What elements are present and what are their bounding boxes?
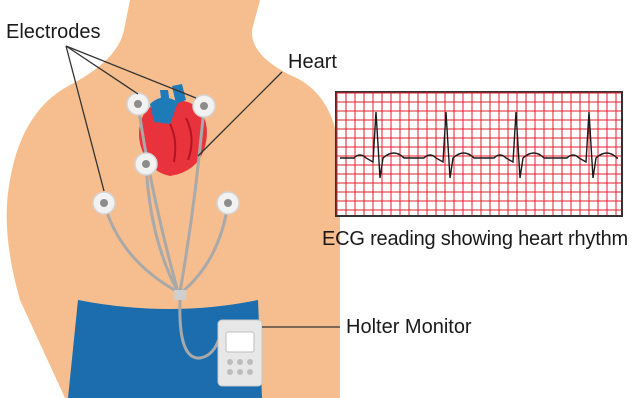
heart-label: Heart bbox=[288, 52, 337, 72]
holter-monitor-icon bbox=[218, 320, 262, 386]
electrode-pad-icon bbox=[217, 192, 239, 214]
wire-junction bbox=[174, 290, 186, 300]
ecg-strip bbox=[336, 92, 622, 216]
electrode-pad-icon bbox=[93, 192, 115, 214]
ecg-caption: ECG reading showing heart rhythm bbox=[322, 229, 628, 249]
electrode-pad-icon bbox=[135, 153, 157, 175]
electrodes-label: Electrodes bbox=[6, 22, 101, 42]
electrode-pad-icon bbox=[193, 95, 215, 117]
holter-monitor-label: Holter Monitor bbox=[346, 317, 472, 337]
electrode-pad-icon bbox=[127, 93, 149, 115]
